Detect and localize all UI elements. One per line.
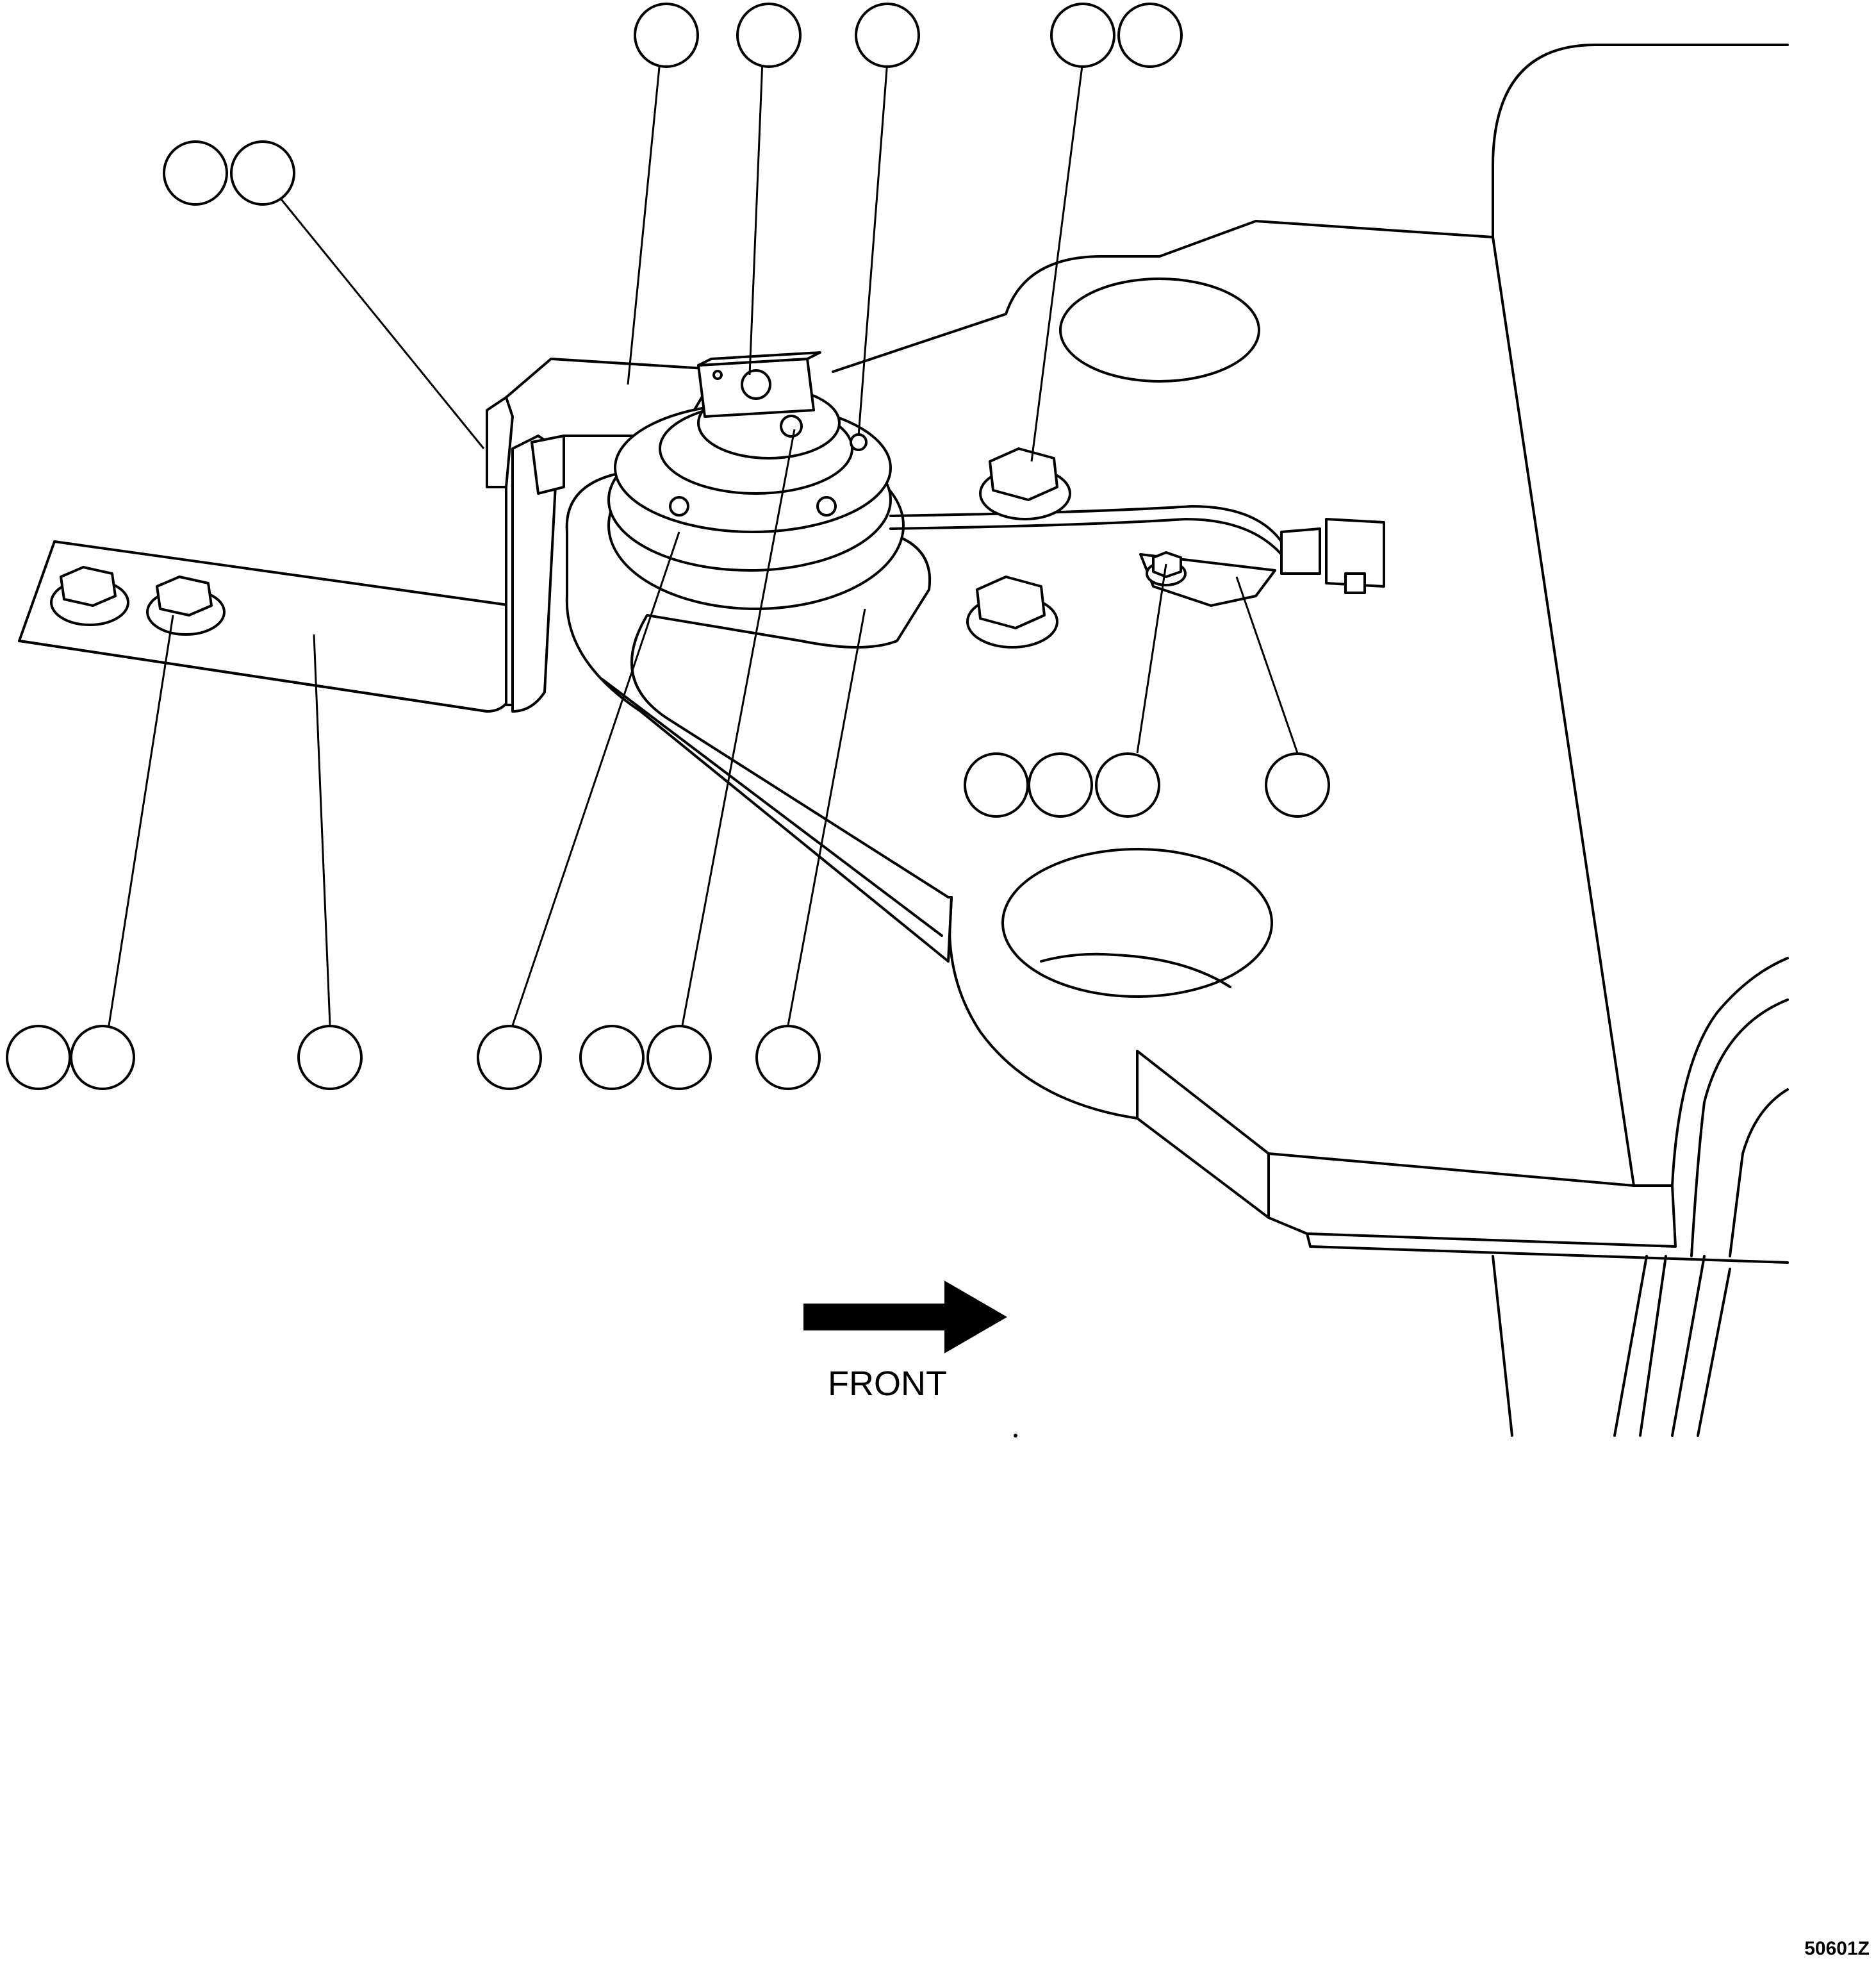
callout-top-3	[855, 3, 920, 68]
callout-bottom-5	[579, 1025, 645, 1090]
callout-top-5	[1117, 3, 1183, 68]
callout-top-2	[736, 3, 802, 68]
horn	[607, 386, 905, 610]
figure-code: 50601Z	[1804, 1938, 1870, 1959]
leader-lines	[108, 60, 1299, 1026]
callout-upper-left-2	[230, 140, 295, 206]
callout-mid-4	[1265, 752, 1330, 818]
callout-bottom-6	[646, 1025, 712, 1090]
callout-upper-left-1	[163, 140, 228, 206]
front-label: FRONT	[828, 1364, 947, 1403]
bolt-horn-mount-upper	[486, 396, 565, 495]
callout-bottom-7	[755, 1025, 821, 1090]
bolt-bracket-right	[146, 576, 226, 636]
frame-plate	[832, 44, 1789, 1437]
callout-mid-3	[1095, 752, 1160, 818]
front-direction-indicator: FRONT	[803, 1280, 1007, 1403]
callout-top-4	[1050, 3, 1115, 68]
horn-wire-harness	[889, 505, 1385, 594]
bolts	[50, 396, 1187, 649]
callout-bottom-3	[297, 1025, 363, 1090]
horn-terminal-block	[697, 351, 821, 438]
callout-mid-2	[1028, 752, 1093, 818]
dot-mark	[1014, 1434, 1017, 1437]
flat-bracket	[18, 540, 514, 713]
callout-top-1	[634, 3, 699, 68]
bolt-arm-lower	[966, 576, 1058, 649]
callout-mid-1	[964, 752, 1029, 818]
bolt-bracket-left	[50, 566, 129, 626]
callouts	[6, 3, 1330, 1090]
callout-bottom-4	[477, 1025, 542, 1090]
bolt-ground	[1146, 551, 1187, 586]
bolt-arm-upper	[979, 447, 1071, 520]
callout-bottom-2	[70, 1025, 135, 1090]
right-arrow-icon	[803, 1280, 1007, 1354]
callout-bottom-1	[6, 1025, 71, 1090]
